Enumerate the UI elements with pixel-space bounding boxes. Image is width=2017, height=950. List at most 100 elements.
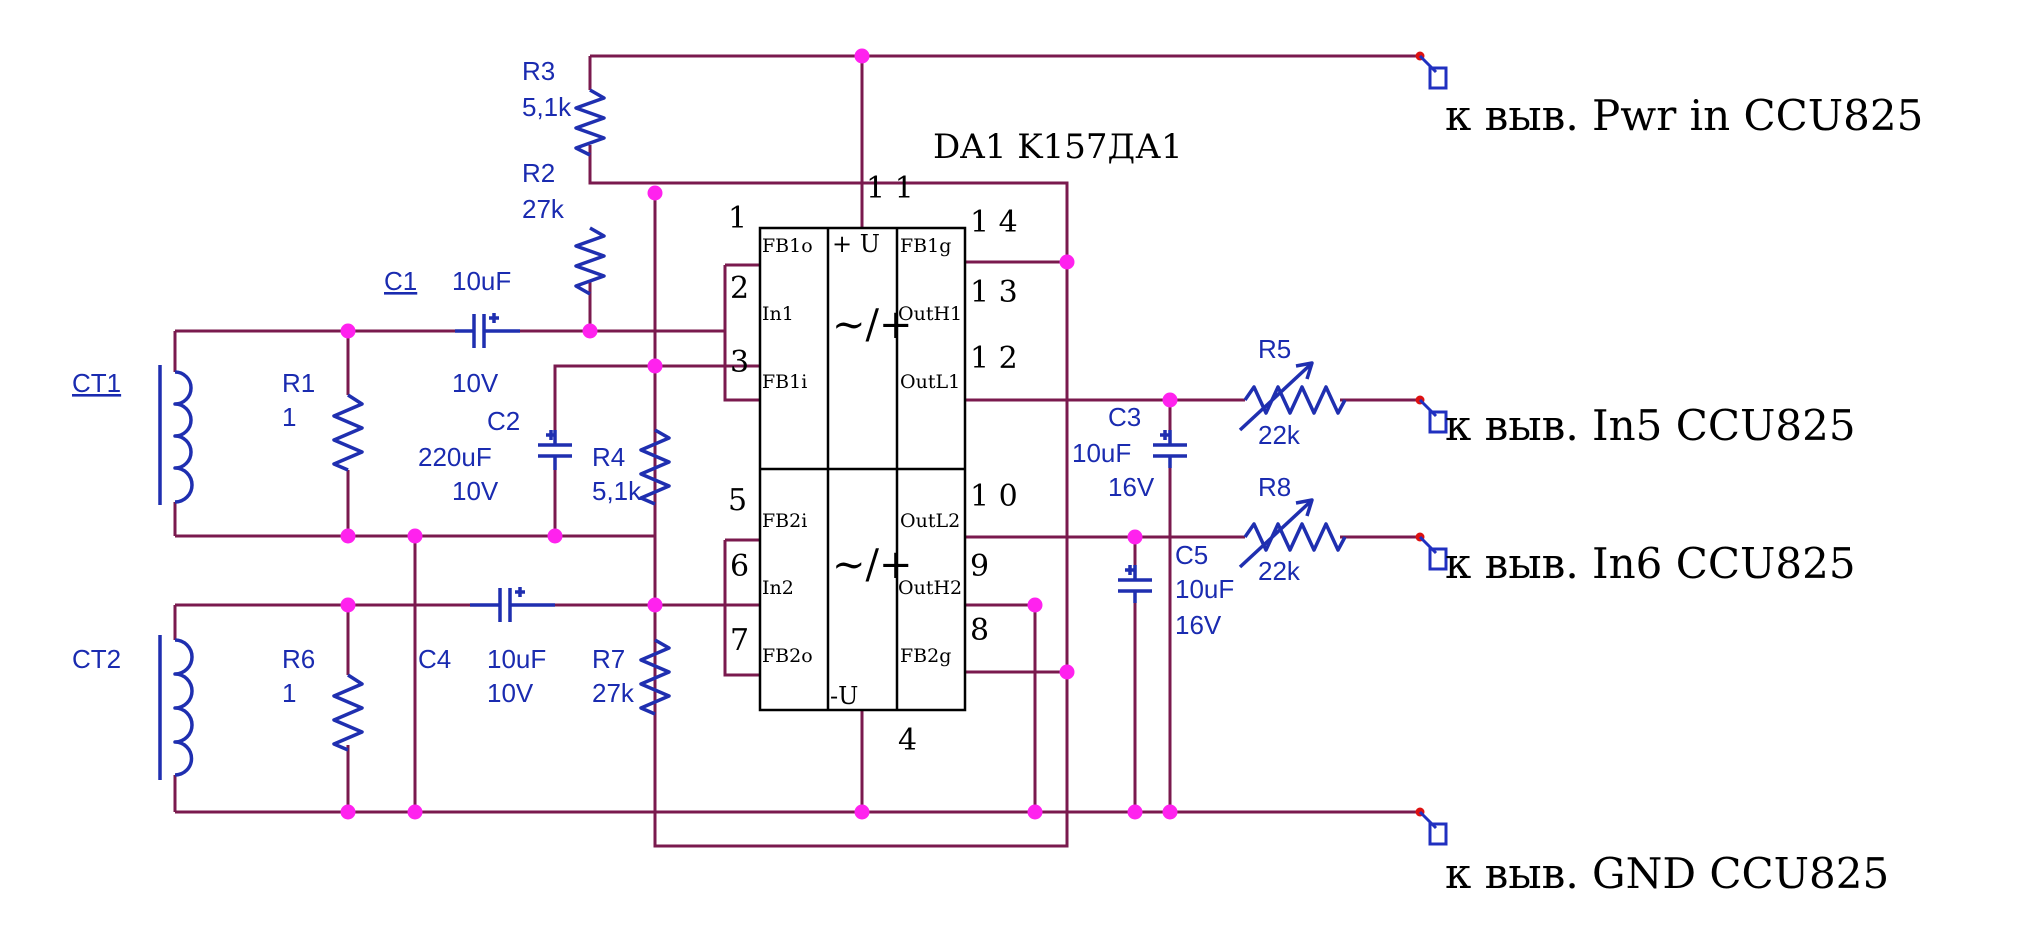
c5-label: C5 (1175, 540, 1208, 570)
r4-label: R4 (592, 442, 625, 472)
r6-value: 1 (282, 678, 296, 708)
junction-dot (407, 528, 423, 544)
junction-dot (1059, 664, 1075, 680)
c2-capacitor (538, 430, 572, 470)
junction-dot (407, 804, 423, 820)
ct2-inductor (158, 635, 194, 780)
c3-capacitor (1153, 430, 1187, 468)
junction-dot (1027, 804, 1043, 820)
pin-fb1o-label: FB1o (762, 235, 813, 257)
channel1-symbol: ~/+ (832, 302, 913, 348)
pwr-terminal (1415, 51, 1448, 90)
pin-number-8: 8 (970, 613, 989, 648)
gnd-terminal-label: к выв. GND CCU825 (1445, 849, 1889, 898)
terminal-labels: к выв. Pwr in CCU825 к выв. In5 CCU825 к… (1445, 91, 1923, 898)
c2-value: 220uF (418, 442, 492, 472)
pin-number-14: 1 4 (970, 205, 1018, 240)
junction-dot (1162, 804, 1178, 820)
r5-variable-resistor (1238, 361, 1347, 432)
r7-resistor (639, 638, 671, 716)
pin-fb1g-label: FB1g (900, 235, 951, 257)
c1-capacitor (455, 313, 520, 348)
channel2-symbol: ~/+ (832, 542, 913, 588)
c1-value: 10uF (452, 266, 511, 296)
junction-dot (647, 358, 663, 374)
c4-label: C4 (418, 644, 451, 674)
pin-fb2i-label: FB2i (762, 510, 807, 532)
junctions (340, 48, 1178, 820)
r7-label: R7 (592, 644, 625, 674)
r4-value: 5,1k (592, 476, 642, 506)
r8-label: R8 (1258, 472, 1291, 502)
junction-dot (1059, 254, 1075, 270)
pin-outl1-label: OutL1 (900, 371, 960, 393)
c5-capacitor (1118, 565, 1152, 603)
c5-value: 10uF (1175, 574, 1234, 604)
c2-voltage: 10V (452, 476, 499, 506)
r4-resistor (639, 428, 671, 506)
pin-number-6: 6 (730, 549, 749, 584)
pin-vplus-label: + U (832, 230, 880, 258)
gnd-terminal (1415, 807, 1448, 846)
pin-fb2o-label: FB2o (762, 645, 813, 667)
c2-label: C2 (487, 406, 520, 436)
c3-value: 10uF (1072, 438, 1131, 468)
chip-title: DA1 K157ДА1 (933, 127, 1183, 167)
pin-number-3: 3 (730, 345, 749, 380)
c4-capacitor (470, 587, 555, 622)
component-labels: CT1 CT2 R1 1 R6 1 R3 5,1k R2 27k C1 10uF… (72, 56, 1301, 708)
pin-number-11: 1 1 (866, 171, 914, 206)
r8-value: 22k (1258, 556, 1301, 586)
pin-in1-label: In1 (762, 303, 794, 325)
junction-dot (1127, 529, 1143, 545)
junction-dot (647, 597, 663, 613)
r8-variable-resistor (1238, 498, 1347, 569)
r5-label: R5 (1258, 334, 1291, 364)
junction-dot (340, 597, 356, 613)
junction-dot (854, 48, 870, 64)
c4-voltage: 10V (487, 678, 534, 708)
pin-fb1i-label: FB1i (762, 371, 807, 393)
ct1-inductor (158, 365, 194, 505)
r1-resistor (332, 393, 364, 472)
junction-dot (582, 323, 598, 339)
junction-dot (1027, 597, 1043, 613)
in5-terminal-label: к выв. In5 CCU825 (1445, 401, 1856, 450)
r6-label: R6 (282, 644, 315, 674)
pin-number-4: 4 (898, 723, 917, 758)
pin-number-10: 1 0 (970, 479, 1018, 514)
pin-in2-label: In2 (762, 577, 794, 599)
junction-dot (854, 804, 870, 820)
junction-dot (547, 528, 563, 544)
c1-voltage: 10V (452, 368, 499, 398)
wires (173, 54, 1420, 848)
junction-dot (340, 528, 356, 544)
junction-dot (340, 323, 356, 339)
pin-number-9: 9 (970, 549, 989, 584)
pin-outh1-label: OutH1 (898, 303, 962, 325)
in6-terminal-label: к выв. In6 CCU825 (1445, 539, 1856, 588)
c3-voltage: 16V (1108, 472, 1155, 502)
r3-resistor (574, 88, 606, 157)
r1-value: 1 (282, 402, 296, 432)
r3-value: 5,1k (522, 92, 572, 122)
c3-label: C3 (1108, 402, 1141, 432)
in6-terminal (1415, 532, 1448, 571)
ct1-label: CT1 (72, 368, 121, 398)
r7-value: 27k (592, 678, 635, 708)
pin-number-2: 2 (730, 271, 749, 306)
c4-value: 10uF (487, 644, 546, 674)
r5-value: 22k (1258, 420, 1301, 450)
c1-label: C1 (384, 266, 417, 296)
pwr-terminal-label: к выв. Pwr in CCU825 (1445, 91, 1923, 140)
pin-outh2-label: OutH2 (898, 577, 962, 599)
ct2-label: CT2 (72, 644, 121, 674)
in5-terminal (1415, 395, 1448, 434)
r2-resistor (574, 226, 606, 296)
r1-label: R1 (282, 368, 315, 398)
chip-da1: DA1 K157ДА1 FB1o In1 FB1i FB2i In2 FB2o … (728, 127, 1183, 758)
pin-number-1: 1 (728, 201, 747, 236)
r2-label: R2 (522, 158, 555, 188)
c5-voltage: 16V (1175, 610, 1222, 640)
